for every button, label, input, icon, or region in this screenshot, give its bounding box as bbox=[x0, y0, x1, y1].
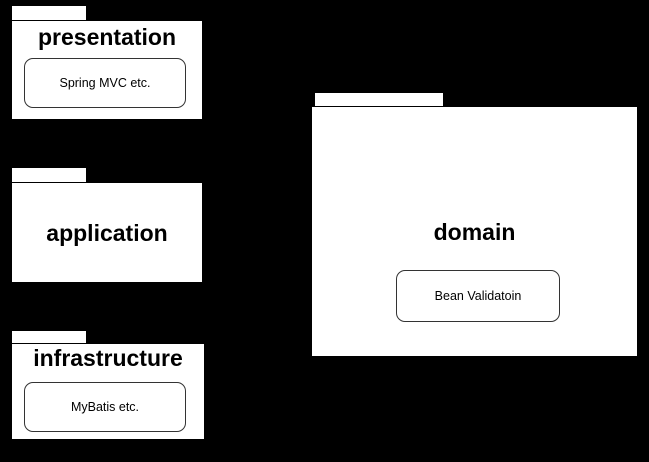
component-spring-mvc[interactable]: Spring MVC etc. bbox=[24, 58, 186, 108]
package-tab-infrastructure bbox=[11, 330, 87, 344]
package-title-domain: domain bbox=[433, 219, 516, 245]
package-tab-presentation bbox=[11, 5, 87, 21]
component-bean-validation[interactable]: Bean Validatoin bbox=[396, 270, 560, 322]
dependency-arrow-infrastructure-to-domain bbox=[205, 289, 313, 371]
package-title-infrastructure: infrastructure bbox=[33, 345, 183, 371]
dependency-arrow-presentation-to-domain bbox=[205, 99, 313, 159]
package-title-presentation: presentation bbox=[37, 24, 177, 50]
package-title-application: application bbox=[46, 220, 168, 246]
component-mybatis[interactable]: MyBatis etc. bbox=[24, 382, 186, 432]
package-body-application bbox=[11, 182, 203, 283]
package-tab-domain bbox=[314, 92, 444, 107]
package-tab-application bbox=[11, 167, 87, 183]
